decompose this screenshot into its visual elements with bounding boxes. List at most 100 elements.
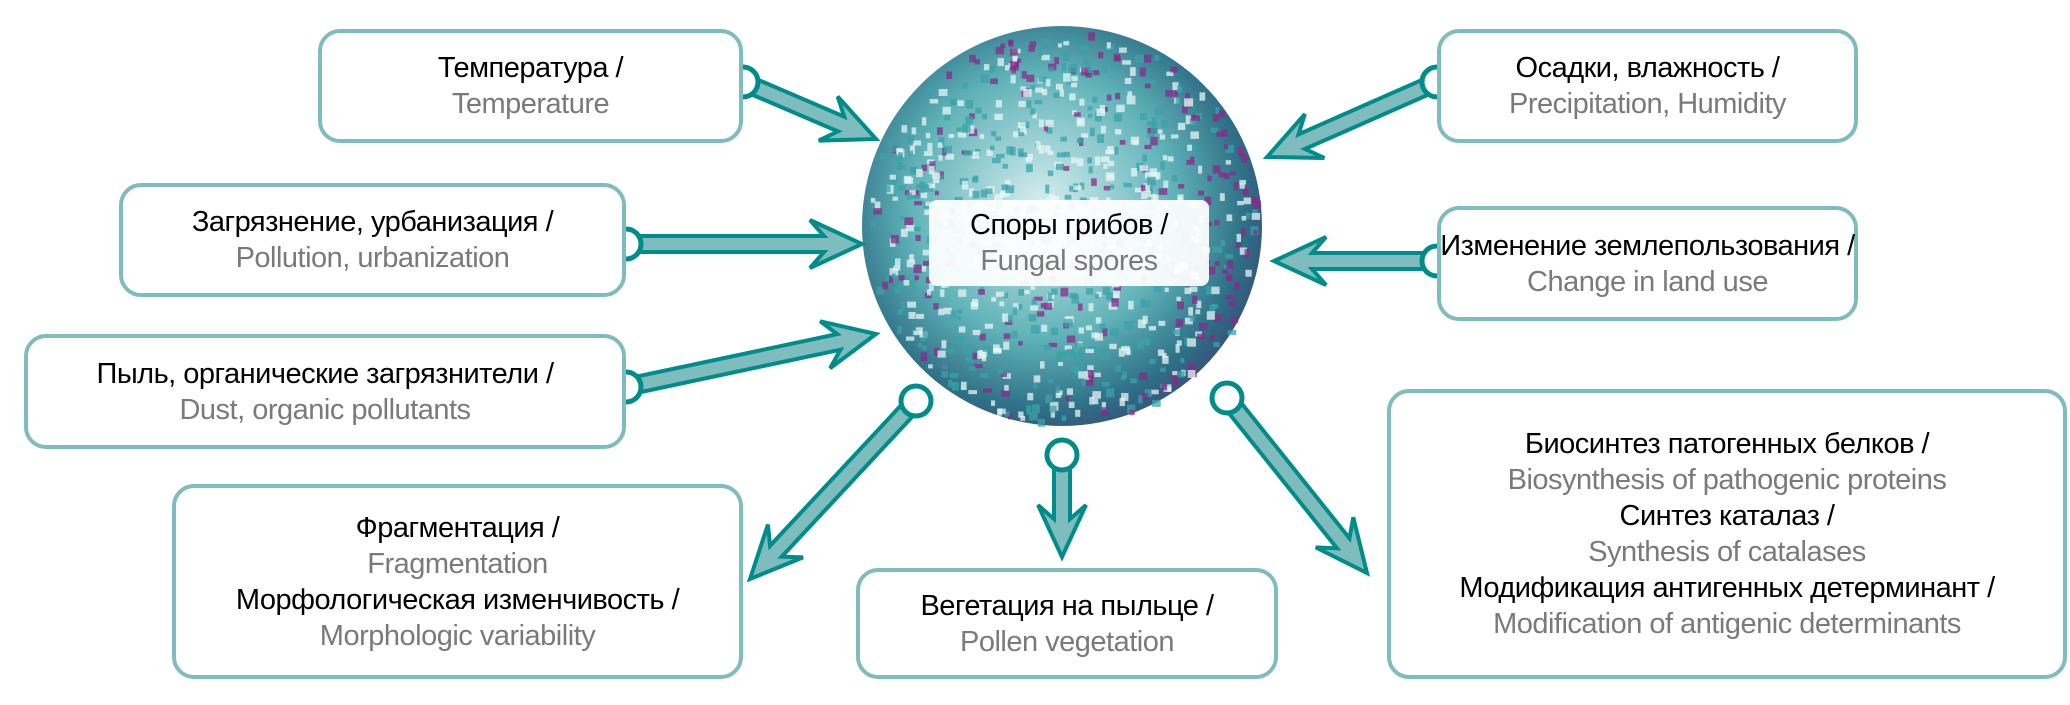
- spore-speckle: [1174, 90, 1179, 100]
- spore-speckle: [1026, 153, 1033, 160]
- spore-speckle: [946, 71, 953, 80]
- spore-speckle: [1087, 157, 1092, 164]
- spore-speckle: [965, 116, 973, 124]
- spore-speckle: [1211, 286, 1220, 295]
- spore-speckle: [1161, 119, 1168, 128]
- spore-speckle: [1124, 321, 1134, 330]
- label-ru: Вегетация на пыльце /: [920, 589, 1214, 622]
- spore-speckle: [987, 351, 992, 358]
- spore-speckle: [1048, 63, 1057, 71]
- label-en: Pollen vegetation: [960, 625, 1175, 658]
- spore-speckle: [941, 370, 948, 378]
- spore-speckle: [1182, 105, 1188, 114]
- spore-speckle: [1139, 165, 1149, 172]
- spore-speckle: [933, 177, 940, 184]
- spore-speckle: [1152, 399, 1161, 407]
- spore-speckle: [1185, 115, 1193, 125]
- spore-speckle: [910, 145, 915, 155]
- spore-speckle: [942, 106, 951, 115]
- spore-speckle: [1029, 41, 1037, 47]
- spore-speckle: [921, 265, 927, 272]
- spore-speckle: [1239, 179, 1247, 185]
- label-en: Fragmentation: [367, 547, 548, 580]
- spore-speckle: [1121, 392, 1129, 401]
- spore-speckle: [920, 192, 928, 199]
- spore-speckle: [1189, 118, 1197, 126]
- label-ru: Фрагментация /: [355, 511, 560, 544]
- spore-speckle: [1088, 346, 1097, 352]
- spore-speckle: [1237, 146, 1244, 156]
- label-en: Modification of antigenic determinants: [1493, 608, 1961, 640]
- spore-speckle: [1137, 342, 1145, 349]
- spore-speckle: [1045, 394, 1053, 404]
- spore-speckle: [900, 228, 908, 237]
- spore-speckle: [870, 197, 876, 203]
- spore-speckle: [1187, 144, 1192, 151]
- spore-speckle: [889, 174, 896, 180]
- spore-speckle: [923, 151, 933, 156]
- spore-speckle: [899, 215, 905, 220]
- label-en: Synthesis of catalases: [1588, 536, 1866, 568]
- spore-speckle: [1186, 159, 1195, 165]
- spore-speckle: [1004, 384, 1009, 391]
- spore-speckle: [1102, 106, 1108, 112]
- spore-speckle: [1140, 113, 1147, 120]
- spore-speckle: [929, 99, 939, 104]
- spore-speckle: [1047, 170, 1054, 177]
- spore-speckle: [1179, 282, 1187, 290]
- spore-speckle: [1048, 342, 1058, 348]
- spore-speckle: [1055, 392, 1062, 398]
- spore-speckle: [1131, 167, 1138, 177]
- center-label-ru: Споры грибов /: [970, 209, 1168, 241]
- spore-speckle: [1192, 295, 1198, 304]
- spore-speckle: [909, 190, 916, 196]
- spore-speckle: [906, 192, 912, 200]
- spore-speckle: [1209, 304, 1216, 313]
- spore-speckle: [994, 113, 1003, 121]
- spore-speckle: [1018, 152, 1028, 158]
- spore-speckle: [1064, 319, 1073, 327]
- spore-speckle: [977, 350, 985, 359]
- spore-speckle: [1187, 338, 1196, 347]
- spore-speckle: [1223, 264, 1230, 271]
- spore-speckle: [1055, 385, 1060, 394]
- spore-speckle: [1093, 70, 1100, 76]
- spore-speckle: [1175, 344, 1180, 353]
- spore-speckle: [1172, 371, 1178, 376]
- spore-speckle: [1106, 94, 1112, 101]
- spore-speckle: [1150, 136, 1158, 146]
- spore-speckle: [1199, 92, 1206, 101]
- spore-speckle: [1026, 164, 1033, 173]
- spore-speckle: [1004, 319, 1013, 325]
- spore-speckle: [1096, 108, 1106, 116]
- spore-speckle: [1229, 300, 1236, 307]
- spore-speckle: [1007, 414, 1013, 420]
- spore-speckle: [1048, 194, 1055, 203]
- spore-speckle: [969, 366, 976, 371]
- spore-speckle: [1065, 396, 1070, 402]
- spore-speckle: [998, 408, 1006, 415]
- spore-speckle: [1085, 348, 1094, 354]
- spore-speckle: [1130, 378, 1138, 384]
- spore-speckle: [1143, 54, 1152, 63]
- spore-speckle: [1245, 269, 1252, 277]
- spore-speckle: [974, 59, 980, 65]
- spore-speckle: [1031, 298, 1037, 305]
- spore-speckle: [1153, 194, 1159, 201]
- spore-speckle: [1164, 287, 1169, 292]
- spore-speckle: [1071, 76, 1078, 82]
- spore-speckle: [958, 326, 966, 333]
- spore-speckle: [949, 373, 959, 379]
- spore-speckle: [1011, 330, 1018, 338]
- spore-speckle: [922, 249, 932, 256]
- spore-speckle: [1079, 98, 1085, 106]
- spore-speckle: [1056, 351, 1065, 361]
- spore-speckle: [1198, 322, 1208, 331]
- spore-speckle: [1089, 127, 1095, 137]
- spore-speckle: [1218, 110, 1226, 118]
- spore-speckle: [1001, 292, 1008, 299]
- factor-box-dust: Пыль, органические загрязнители / Dust, …: [24, 334, 626, 449]
- connector-circle-pollen: [1044, 437, 1080, 473]
- spore-speckle: [1095, 317, 1102, 324]
